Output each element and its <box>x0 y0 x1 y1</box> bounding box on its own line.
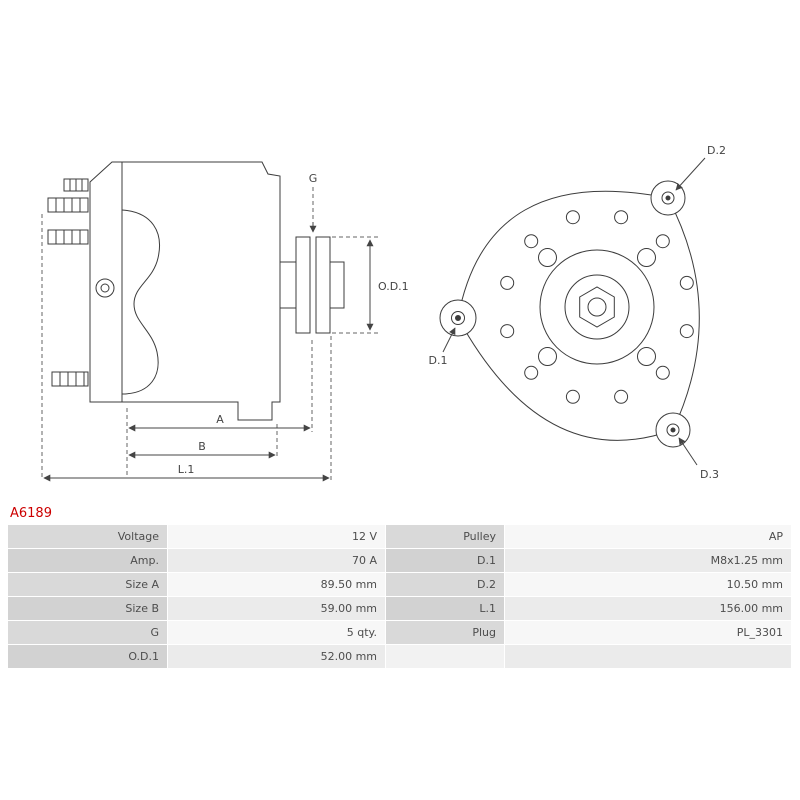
spec-label: Plug <box>386 621 504 644</box>
spec-value: 59.00 mm <box>168 597 385 620</box>
dim-label-d2: D.2 <box>707 144 726 157</box>
dim-label-d1: D.1 <box>429 354 448 367</box>
dim-label-od1: O.D.1 <box>378 280 409 293</box>
vent-slots <box>538 248 656 366</box>
alternator-diagram: G O.D.1 A B L.1 <box>41 144 726 482</box>
dim-label-l1: L.1 <box>178 463 195 476</box>
spec-value: M8x1.25 mm <box>505 549 791 572</box>
dim-label-d3: D.3 <box>700 468 719 481</box>
dim-label-a: A <box>216 413 224 426</box>
dim-label-b: B <box>198 440 206 453</box>
spec-label: Size B <box>8 597 167 620</box>
spec-label-empty <box>386 645 504 668</box>
spec-value: 5 qty. <box>168 621 385 644</box>
spec-value: 70 A <box>168 549 385 572</box>
mounting-ear-bottom <box>655 412 691 448</box>
spec-label: O.D.1 <box>8 645 167 668</box>
spec-label: Amp. <box>8 549 167 572</box>
side-view-dimensions: G O.D.1 A B L.1 <box>41 172 409 482</box>
pulley-front <box>539 249 655 365</box>
spec-label: Pulley <box>386 525 504 548</box>
spec-value: PL_3301 <box>505 621 791 644</box>
part-number: A6189 <box>10 506 52 521</box>
pulley-side <box>279 236 345 334</box>
spec-label: L.1 <box>386 597 504 620</box>
spec-value: 12 V <box>168 525 385 548</box>
spec-value-empty <box>505 645 791 668</box>
spec-label: Voltage <box>8 525 167 548</box>
spec-label: G <box>8 621 167 644</box>
spec-label: Size A <box>8 573 167 596</box>
spec-value: 10.50 mm <box>505 573 791 596</box>
front-view-drawing <box>439 180 700 448</box>
spec-table: Voltage 12 V Pulley AP Amp. 70 A D.1 M8x… <box>8 525 792 668</box>
spec-value: 52.00 mm <box>168 645 385 668</box>
vent-holes <box>500 210 694 404</box>
dim-label-g: G <box>309 172 318 185</box>
technical-drawing: G O.D.1 A B L.1 <box>41 144 726 482</box>
spec-label: D.2 <box>386 573 504 596</box>
mounting-stud-icon <box>47 178 89 387</box>
alternator-body-side <box>89 161 281 421</box>
spec-value: 156.00 mm <box>505 597 791 620</box>
spec-label: D.1 <box>386 549 504 572</box>
mounting-ear-left <box>439 299 477 337</box>
spec-value: 89.50 mm <box>168 573 385 596</box>
side-view-drawing <box>47 161 345 421</box>
front-view-dimensions: D.2 D.1 D.3 <box>429 144 726 481</box>
spec-value: AP <box>505 525 791 548</box>
